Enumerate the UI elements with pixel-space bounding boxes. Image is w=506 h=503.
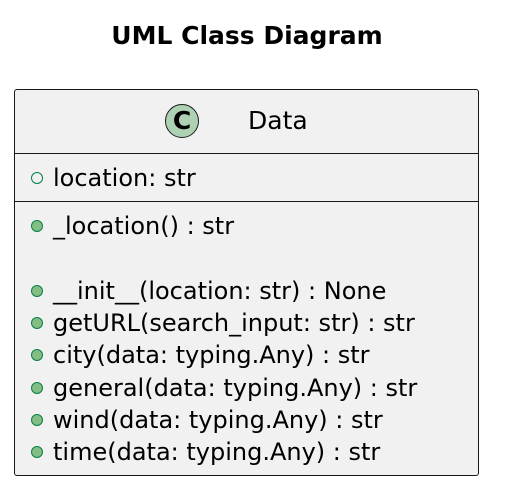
public-method-icon bbox=[31, 285, 43, 297]
public-method-icon bbox=[31, 349, 43, 361]
class-name: Data bbox=[248, 106, 308, 135]
field-row: location: str bbox=[15, 162, 478, 194]
method-text: __init__(location: str) : None bbox=[53, 277, 387, 305]
method-row: getURL(search_input: str) : str bbox=[15, 307, 478, 339]
header-divider bbox=[15, 153, 478, 154]
public-method-icon bbox=[31, 414, 43, 426]
class-box-data: C Data location: str _location() : str _… bbox=[14, 89, 479, 476]
method-row: general(data: typing.Any) : str bbox=[15, 372, 478, 404]
method-text: city(data: typing.Any) : str bbox=[53, 341, 370, 369]
method-row: time(data: typing.Any) : str bbox=[15, 436, 478, 468]
class-header: C Data bbox=[15, 90, 478, 153]
method-row: __init__(location: str) : None bbox=[15, 275, 478, 307]
method-text: general(data: typing.Any) : str bbox=[53, 374, 418, 402]
public-method-icon bbox=[31, 446, 43, 458]
public-method-icon bbox=[31, 220, 43, 232]
method-text: _location() : str bbox=[53, 212, 235, 240]
public-method-icon bbox=[31, 382, 43, 394]
method-text: time(data: typing.Any) : str bbox=[53, 438, 381, 466]
class-stereotype-icon: C bbox=[165, 104, 199, 138]
field-text: location: str bbox=[53, 164, 196, 192]
method-row: _location() : str bbox=[15, 210, 478, 242]
method-text: wind(data: typing.Any) : str bbox=[53, 406, 383, 434]
fields-divider bbox=[15, 201, 478, 202]
method-text: getURL(search_input: str) : str bbox=[53, 309, 415, 337]
diagram-title: UML Class Diagram bbox=[111, 21, 383, 50]
method-row: city(data: typing.Any) : str bbox=[15, 339, 478, 371]
method-row: wind(data: typing.Any) : str bbox=[15, 404, 478, 436]
public-field-icon bbox=[31, 172, 43, 184]
public-method-icon bbox=[31, 317, 43, 329]
